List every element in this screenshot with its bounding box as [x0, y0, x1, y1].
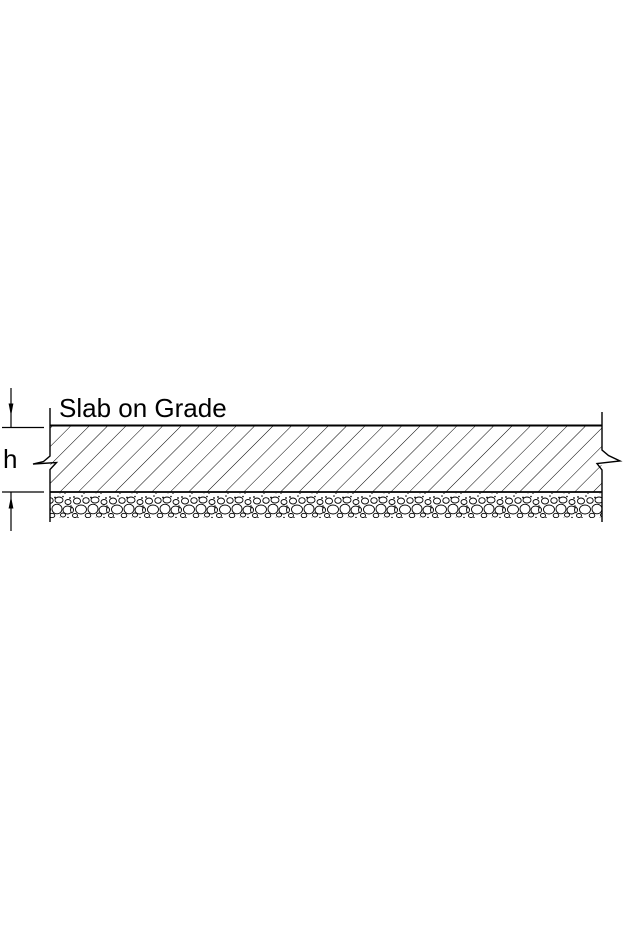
concrete-slab-hatch-area	[50, 426, 602, 492]
dimension-arrow-down-icon	[8, 403, 14, 416]
dimension-arrow-up-icon	[8, 496, 14, 509]
slab-title-label: Slab on Grade	[59, 393, 227, 423]
gravel-base-layer	[50, 493, 602, 518]
thickness-dimension-label: h	[3, 444, 18, 474]
break-line-right	[595, 412, 623, 522]
break-line-left	[32, 408, 59, 522]
